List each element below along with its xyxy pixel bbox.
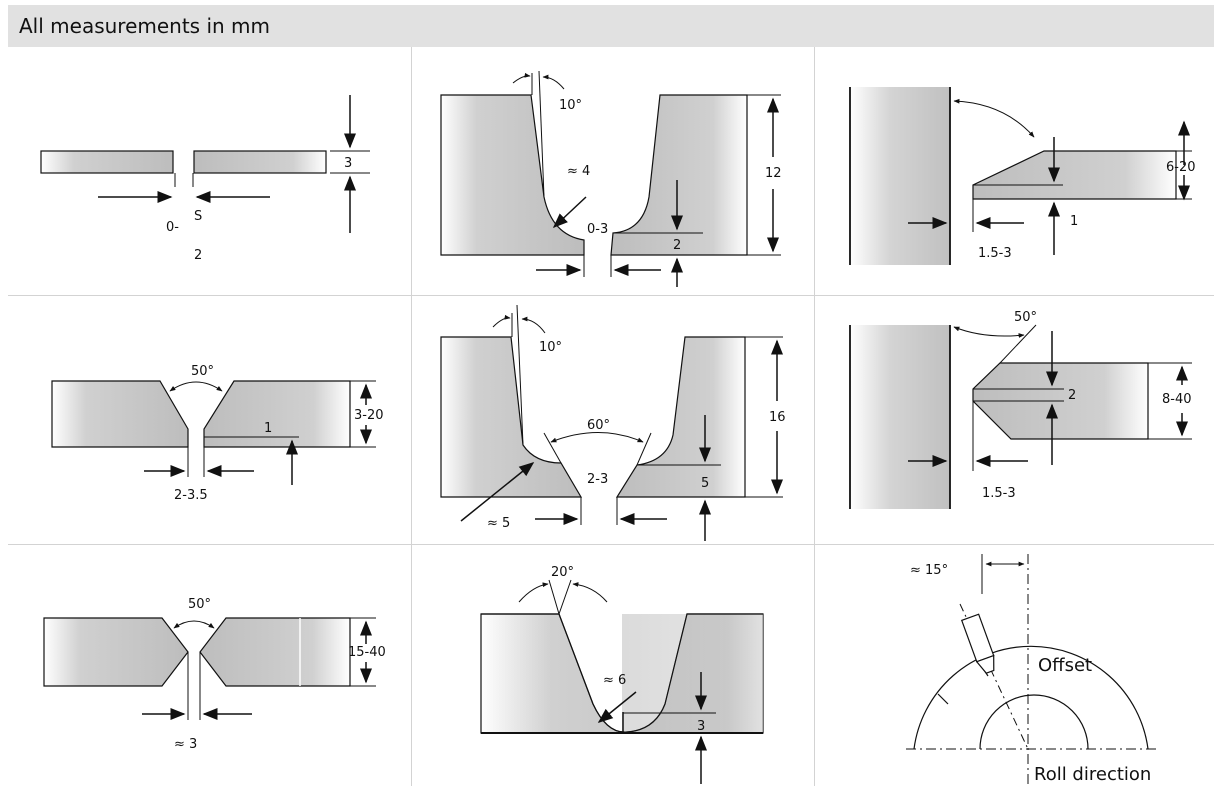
radius-label: ≈ 6 (603, 673, 626, 688)
radius-label: ≈ 5 (487, 516, 510, 531)
joint-double-v-groove: 50° 15-40 ≈ 3 (8, 544, 411, 786)
grid-divider-h2 (8, 544, 1214, 545)
root-label: 1 (1070, 214, 1078, 229)
joint-t-single-bevel: 1 6-20 1.5-3 (814, 47, 1214, 295)
joint-u-groove: 10° ≈ 4 0-3 2 12 (411, 47, 814, 295)
plate-right (203, 380, 351, 448)
angle-arc (492, 314, 511, 328)
root-label: 2 (673, 238, 681, 253)
plate-left (43, 617, 189, 687)
angle-label: 50° (188, 597, 211, 612)
thickness-label: 12 (765, 166, 782, 181)
radius-label: ≈ 4 (567, 164, 590, 179)
torch-icon (960, 613, 995, 674)
thickness-label: 8-40 (1162, 392, 1192, 407)
plate-left (40, 150, 174, 174)
joint-t-double-bevel: 50° 2 8-40 1.5-3 (814, 295, 1214, 544)
thickness-label: 6-20 (1166, 160, 1196, 175)
gap-label: 2-3.5 (174, 488, 208, 503)
angle-label: 10° (559, 98, 582, 113)
thickness-label: 16 (769, 410, 786, 425)
angle-label: 50° (191, 364, 214, 379)
offset-label: Offset (1038, 655, 1092, 676)
header-bar: All measurements in mm (8, 5, 1214, 47)
gap-label: 1.5-3 (982, 486, 1016, 501)
angle-arc (169, 381, 223, 392)
outer-arc (913, 645, 1149, 750)
gap-label: 2-3 (587, 472, 608, 487)
angle-arc (173, 620, 215, 629)
radius-arrow (460, 462, 535, 522)
gap-label: 1.5-3 (978, 246, 1012, 261)
angle-arc (953, 326, 1025, 338)
gap-label-a: 0- (166, 220, 179, 235)
thickness-label: 15-40 (348, 645, 386, 660)
grid-divider-v1 (411, 47, 412, 786)
plate-right (615, 336, 746, 498)
grid-divider-h1 (8, 295, 1214, 296)
joint-v-groove: 50° 1 3-20 2-3.5 (8, 295, 411, 544)
gap-label-c: 2 (194, 248, 202, 263)
gap-label-b: S (194, 209, 202, 224)
angle-groove-label: 60° (587, 418, 610, 433)
thickness-label: 3-20 (354, 408, 384, 423)
angle-arc (518, 582, 549, 603)
bevel-plate (972, 150, 1177, 200)
upright-plate (850, 87, 950, 265)
angle-label: ≈ 15° (910, 563, 948, 578)
angle-top-label: 10° (539, 340, 562, 355)
joint-u-groove-backing: 20° ≈ 6 3 (411, 544, 814, 786)
radius-arrow (552, 196, 587, 229)
root-label: 5 (701, 476, 709, 491)
angle-label: 50° (1014, 310, 1037, 325)
inner-arc (979, 694, 1089, 750)
root-label: 1 (264, 421, 272, 436)
gap-label: ≈ 3 (174, 737, 197, 752)
weld-joint-grid: 0- S 2 3 10° ≈ 4 0-3 (8, 47, 1214, 786)
plate-left (51, 380, 189, 448)
plate-right (610, 94, 748, 256)
root-label: 3 (697, 719, 705, 734)
header-title: All measurements in mm (19, 14, 271, 38)
angle-arc (512, 72, 531, 84)
roll-direction-label: Roll direction (1034, 764, 1151, 785)
plate-left (440, 94, 585, 256)
root-label: 2 (1068, 388, 1076, 403)
gap-label: 0-3 (587, 222, 608, 237)
groove-angle-arc (550, 432, 644, 443)
upright-plate (850, 325, 950, 509)
plate-left (440, 336, 583, 498)
grid-divider-v2 (814, 47, 815, 786)
joint-square-butt: 0- S 2 3 (8, 47, 411, 295)
plate-right (193, 150, 327, 174)
joint-u-groove-deep: 10° 60° 2-3 ≈ 5 5 16 (411, 295, 814, 544)
radius-arrow (597, 691, 637, 723)
torch-axis (959, 603, 1029, 750)
plate-right (199, 617, 351, 687)
offset-roll-diagram: ≈ 15° Offset Roll direction (814, 544, 1214, 786)
angle-arc (953, 98, 1035, 138)
angle-label: 20° (551, 565, 574, 580)
thickness-label: 3 (344, 156, 352, 171)
